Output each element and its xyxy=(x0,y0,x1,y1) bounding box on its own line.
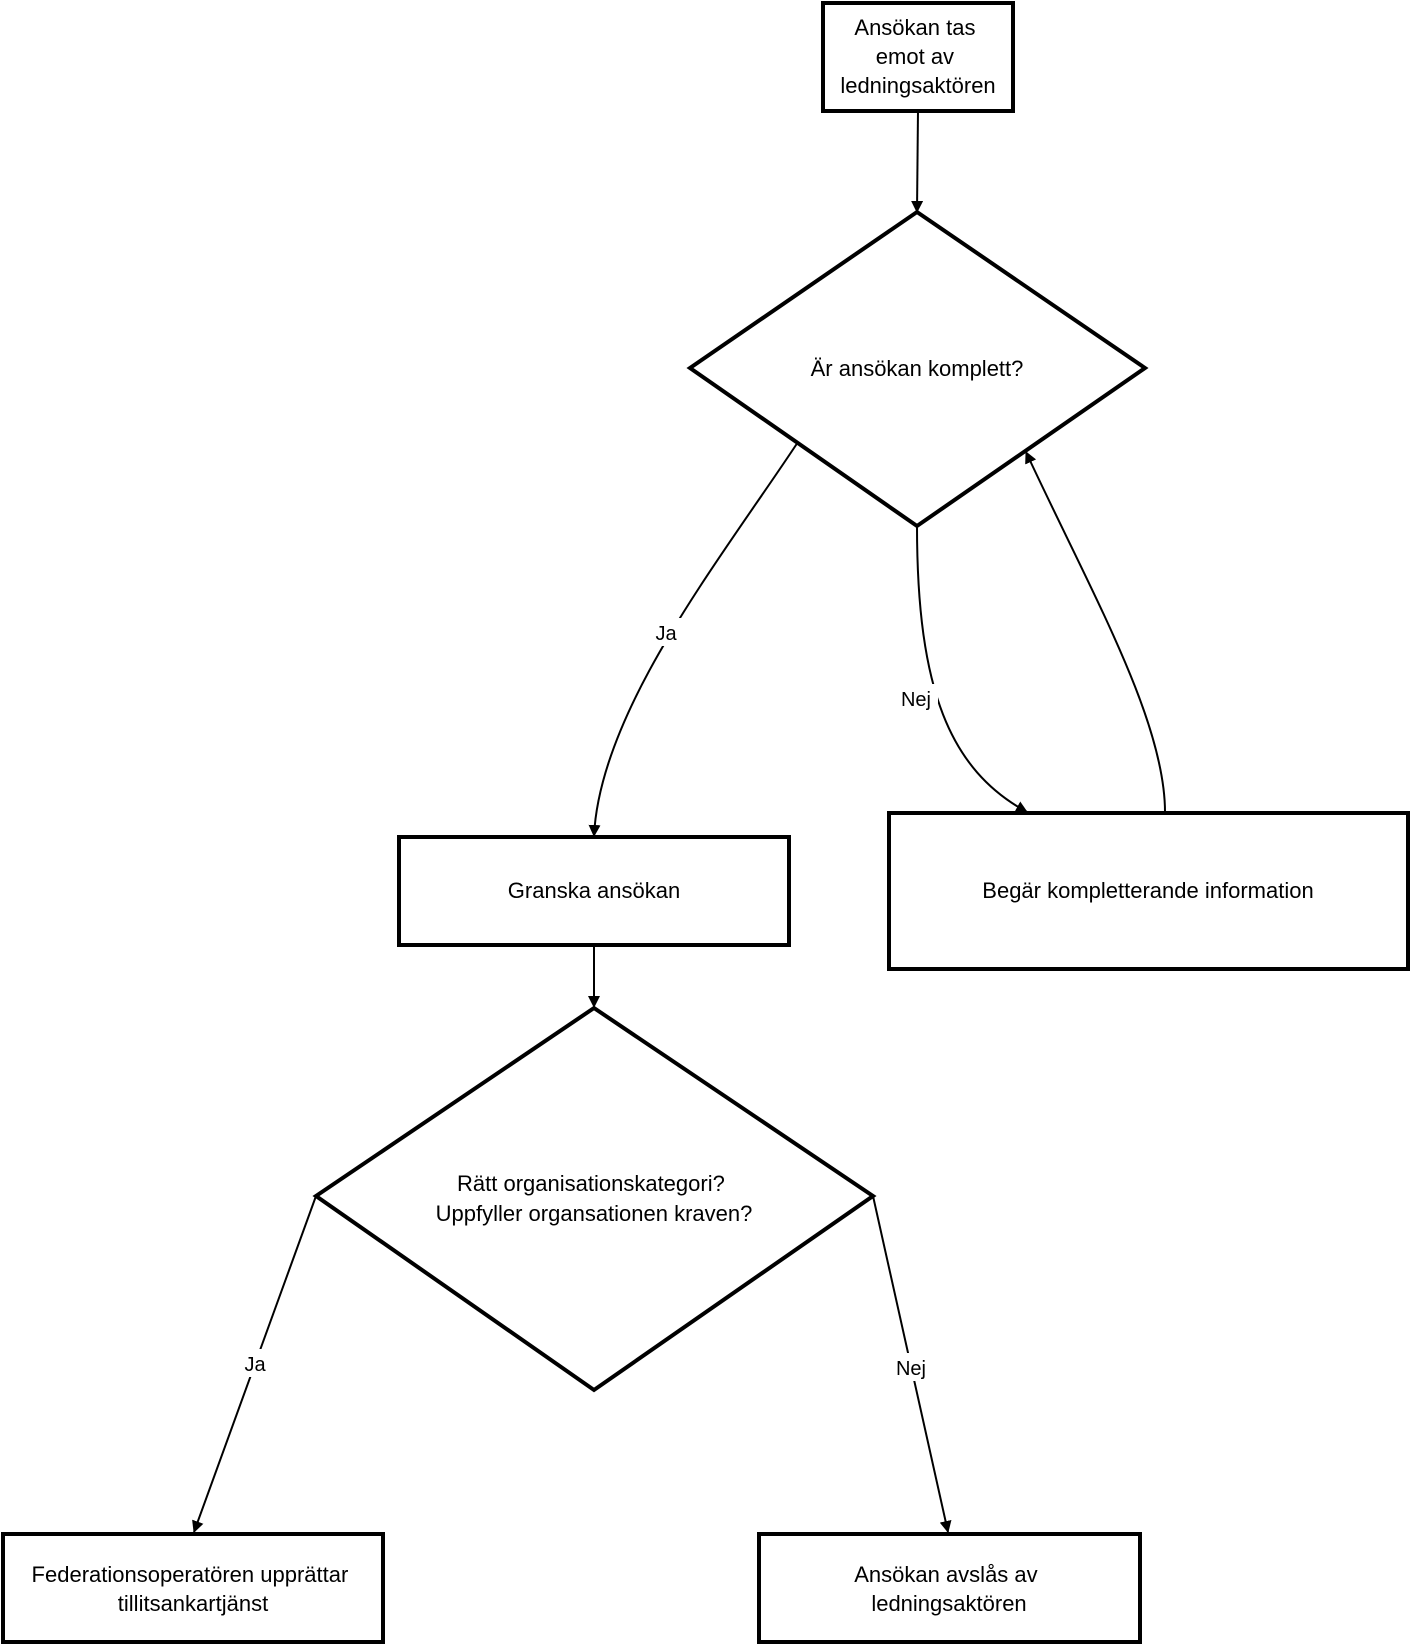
svg-text:Är ansökan komplett?: Är ansökan komplett? xyxy=(811,356,1024,381)
node-application-received-line-2: emot av xyxy=(876,44,954,69)
edge-label-nej-top: Nej xyxy=(901,689,931,711)
decision-organization-category: Rätt organisationskategori? Uppfyller or… xyxy=(312,1005,877,1393)
edge-request-info-loop-back xyxy=(1025,451,1166,813)
svg-text:Federationsoperatören upprätta: Federationsoperatören upprättar tillitsa… xyxy=(32,1562,355,1616)
edge-label-nej-bottom: Nej xyxy=(896,1358,926,1380)
edge-label-ja-top: Ja xyxy=(655,623,677,645)
svg-text:Granska ansökan: Granska ansökan xyxy=(508,878,680,903)
svg-text:Ansökan avslås av lednin: Ansökan avslås av ledningsaktören xyxy=(854,1562,1044,1616)
decision-is-application-complete: Är ansökan komplett? xyxy=(686,209,1149,529)
svg-text:Ansökan tas emot av: Ansökan tas emot av ledningsaktören xyxy=(840,15,995,98)
node-review-application-text: Granska ansökan xyxy=(508,878,680,903)
svg-text:Rätt organisationskategori?: Rätt organisationskategori? Uppfyller or… xyxy=(436,1171,753,1226)
edge-start-to-complete-check xyxy=(911,109,924,213)
edge-label-ja-bottom: Ja xyxy=(244,1354,266,1376)
decision-organization-category-line-2: Uppfyller organsationen kraven? xyxy=(436,1201,753,1226)
node-application-rejected-line-2: ledningsaktören xyxy=(871,1591,1026,1616)
svg-text:Begär kompletterande informati: Begär kompletterande information xyxy=(982,878,1313,903)
node-request-additional-information: Begär kompletterande information xyxy=(887,811,1410,971)
node-application-received-line-1: Ansökan tas xyxy=(854,15,975,40)
node-application-rejected: Ansökan avslås av ledningsaktören xyxy=(757,1532,1142,1644)
node-federation-operator-line-2: tillitsankartjänst xyxy=(118,1591,268,1616)
node-request-additional-information-text: Begär kompletterande information xyxy=(982,878,1313,903)
node-federation-operator-trust-anchor: Federationsoperatören upprättar tillitsa… xyxy=(1,1532,385,1644)
decision-organization-category-line-1: Rätt organisationskategori? xyxy=(457,1171,725,1196)
node-application-received: Ansökan tas emot av ledningsaktören xyxy=(821,1,1015,113)
edge-labels: Ja Nej Ja Nej xyxy=(237,618,938,1381)
node-application-rejected-line-1: Ansökan avslås av xyxy=(854,1562,1037,1587)
node-federation-operator-line-1: Federationsoperatören upprättar xyxy=(32,1562,349,1587)
edge-complete-check-nej xyxy=(916,525,1028,813)
node-review-application: Granska ansökan xyxy=(397,835,791,947)
node-application-received-line-3: ledningsaktören xyxy=(840,73,995,98)
decision-is-application-complete-text: Är ansökan komplett? xyxy=(811,356,1024,381)
edge-complete-check-ja xyxy=(588,441,799,837)
